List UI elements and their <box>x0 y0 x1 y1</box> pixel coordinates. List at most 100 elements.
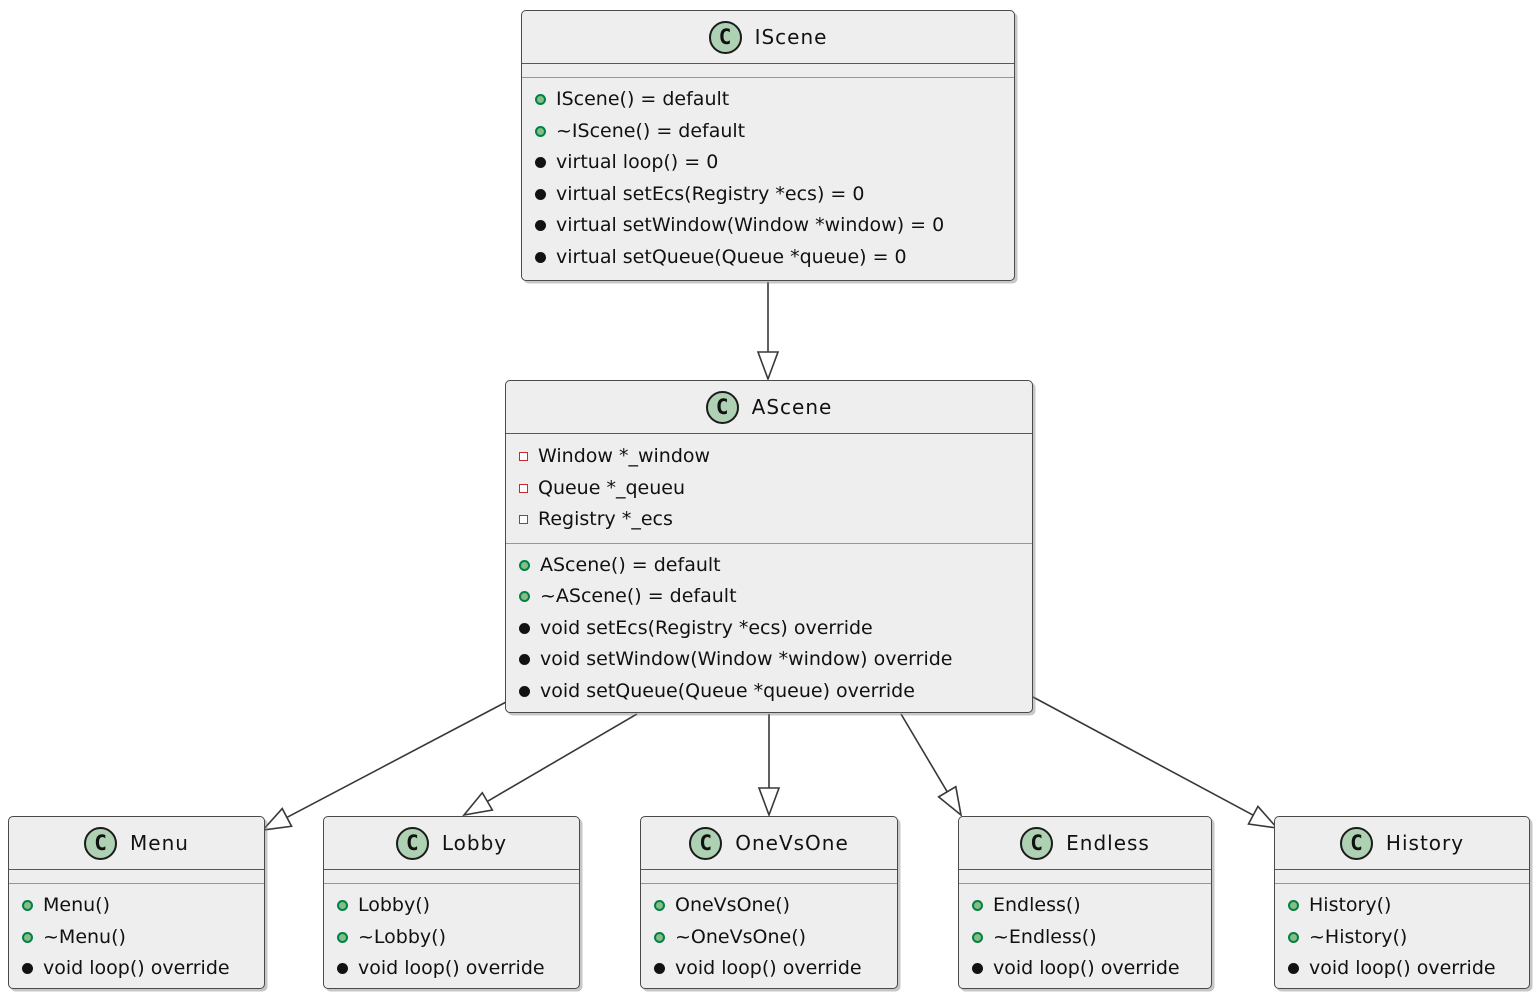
member-text: ~AScene() = default <box>540 585 737 608</box>
plain-member-icon <box>519 654 530 666</box>
hollow-triangle-arrowhead <box>462 791 494 817</box>
class-name: History <box>1385 831 1465 855</box>
member-text: void loop() override <box>358 957 545 980</box>
inheritance-edge-iscene-to-ascene <box>756 282 780 382</box>
member-text: Window *_window <box>538 445 711 468</box>
field-row: Registry *_ecs <box>506 504 1032 536</box>
class-stereotype-icon: C <box>395 826 429 860</box>
inheritance-edge-ascene-to-onevsone <box>757 714 781 818</box>
fields-compartment <box>324 869 579 884</box>
member-text: void setWindow(Window *window) override <box>540 648 953 671</box>
member-text: IScene() = default <box>556 88 730 111</box>
member-text: void loop() override <box>675 957 862 980</box>
hollow-triangle-arrowhead <box>756 351 780 382</box>
hollow-triangle-arrowhead <box>937 785 963 817</box>
member-text: ~Endless() <box>993 925 1097 948</box>
methods-compartment: History() ~History() void loop() override <box>1275 884 1529 991</box>
method-row: void setQueue(Queue *queue) override <box>506 676 1032 708</box>
method-row: virtual setEcs(Registry *ecs) = 0 <box>522 179 1014 211</box>
class-header: C Endless <box>959 817 1211 869</box>
member-text: void loop() override <box>993 957 1180 980</box>
plain-member-icon <box>535 157 546 169</box>
method-row: AScene() = default <box>506 550 1032 582</box>
method-row: Lobby() <box>324 890 579 922</box>
method-row: virtual setWindow(Window *window) = 0 <box>522 210 1014 242</box>
public-member-icon <box>22 931 33 943</box>
inheritance-edge-ascene-to-menu <box>260 700 509 832</box>
methods-compartment: Lobby() ~Lobby() void loop() override <box>324 884 579 991</box>
fields-compartment <box>959 869 1211 884</box>
method-row: ~Endless() <box>959 922 1211 954</box>
member-text: void loop() override <box>1309 957 1496 980</box>
plain-member-icon <box>535 188 546 200</box>
method-row: void setEcs(Registry *ecs) override <box>506 613 1032 645</box>
class-stereotype-icon: C <box>84 826 118 860</box>
public-member-icon <box>22 900 33 912</box>
member-text: OneVsOne() <box>675 894 791 917</box>
public-member-icon <box>337 900 348 912</box>
methods-compartment: OneVsOne() ~OneVsOne() void loop() overrid… <box>641 884 897 991</box>
fields-compartment <box>522 63 1014 78</box>
method-row: virtual setQueue(Queue *queue) = 0 <box>522 242 1014 274</box>
method-row: void loop() override <box>324 953 579 985</box>
public-member-icon <box>535 94 546 106</box>
class-header: C AScene <box>506 381 1032 433</box>
field-row: Queue *_qeueu <box>506 473 1032 505</box>
method-row: ~History() <box>1275 922 1529 954</box>
class-stereotype-icon: C <box>1339 826 1373 860</box>
member-text: History() <box>1309 894 1392 917</box>
method-row: void loop() override <box>641 953 897 985</box>
methods-compartment: AScene() = default ~AScene() = default voi… <box>506 544 1032 714</box>
method-row: ~Menu() <box>9 922 264 954</box>
method-row: void setWindow(Window *window) override <box>506 644 1032 676</box>
private-field-icon <box>519 515 528 525</box>
class-stereotype-icon: C <box>689 826 723 860</box>
methods-compartment: Menu()~Menu()void loop() override <box>9 884 264 991</box>
member-text: ~IScene() = default <box>556 119 746 142</box>
member-text: Queue *_qeueu <box>538 476 685 499</box>
fields-compartment <box>641 869 897 884</box>
class-stereotype-icon: C <box>1020 826 1054 860</box>
method-row: Menu() <box>9 890 264 922</box>
field-row: Window *_window <box>506 441 1032 473</box>
fields-compartment <box>1275 869 1529 884</box>
inheritance-edge-ascene-to-history <box>1032 696 1280 830</box>
plain-member-icon <box>519 685 530 697</box>
public-member-icon <box>519 591 530 603</box>
method-row: void loop() override <box>1275 953 1529 985</box>
method-row: virtual loop() = 0 <box>522 147 1014 179</box>
hollow-triangle-arrowhead <box>260 807 293 832</box>
member-text: Registry *_ecs <box>538 508 673 531</box>
member-text: ~OneVsOne() <box>675 925 807 948</box>
private-field-icon <box>519 452 528 462</box>
class-name: Endless <box>1066 831 1150 855</box>
plain-member-icon <box>535 251 546 263</box>
member-text: virtual setEcs(Registry *ecs) = 0 <box>556 182 865 205</box>
public-member-icon <box>535 125 546 137</box>
public-member-icon <box>337 931 348 943</box>
method-row: IScene() = default <box>522 84 1014 116</box>
class-stereotype-icon: C <box>705 390 739 424</box>
member-text: void setEcs(Registry *ecs) override <box>540 616 873 639</box>
fields-compartment <box>9 869 264 884</box>
method-row: OneVsOne() <box>641 890 897 922</box>
public-member-icon <box>972 900 983 912</box>
method-row: ~AScene() = default <box>506 581 1032 613</box>
public-member-icon <box>1288 900 1299 912</box>
method-row: Endless() <box>959 890 1211 922</box>
member-text: ~Menu() <box>43 925 126 948</box>
public-member-icon <box>519 559 530 571</box>
class-name: AScene <box>751 395 833 419</box>
member-text: ~Lobby() <box>358 925 446 948</box>
methods-compartment: IScene() = default ~IScene() = default vir… <box>522 78 1014 280</box>
edge-line <box>486 713 638 803</box>
member-text: void setQueue(Queue *queue) override <box>540 679 915 702</box>
class-name: IScene <box>754 25 828 49</box>
plain-member-icon <box>654 963 665 975</box>
